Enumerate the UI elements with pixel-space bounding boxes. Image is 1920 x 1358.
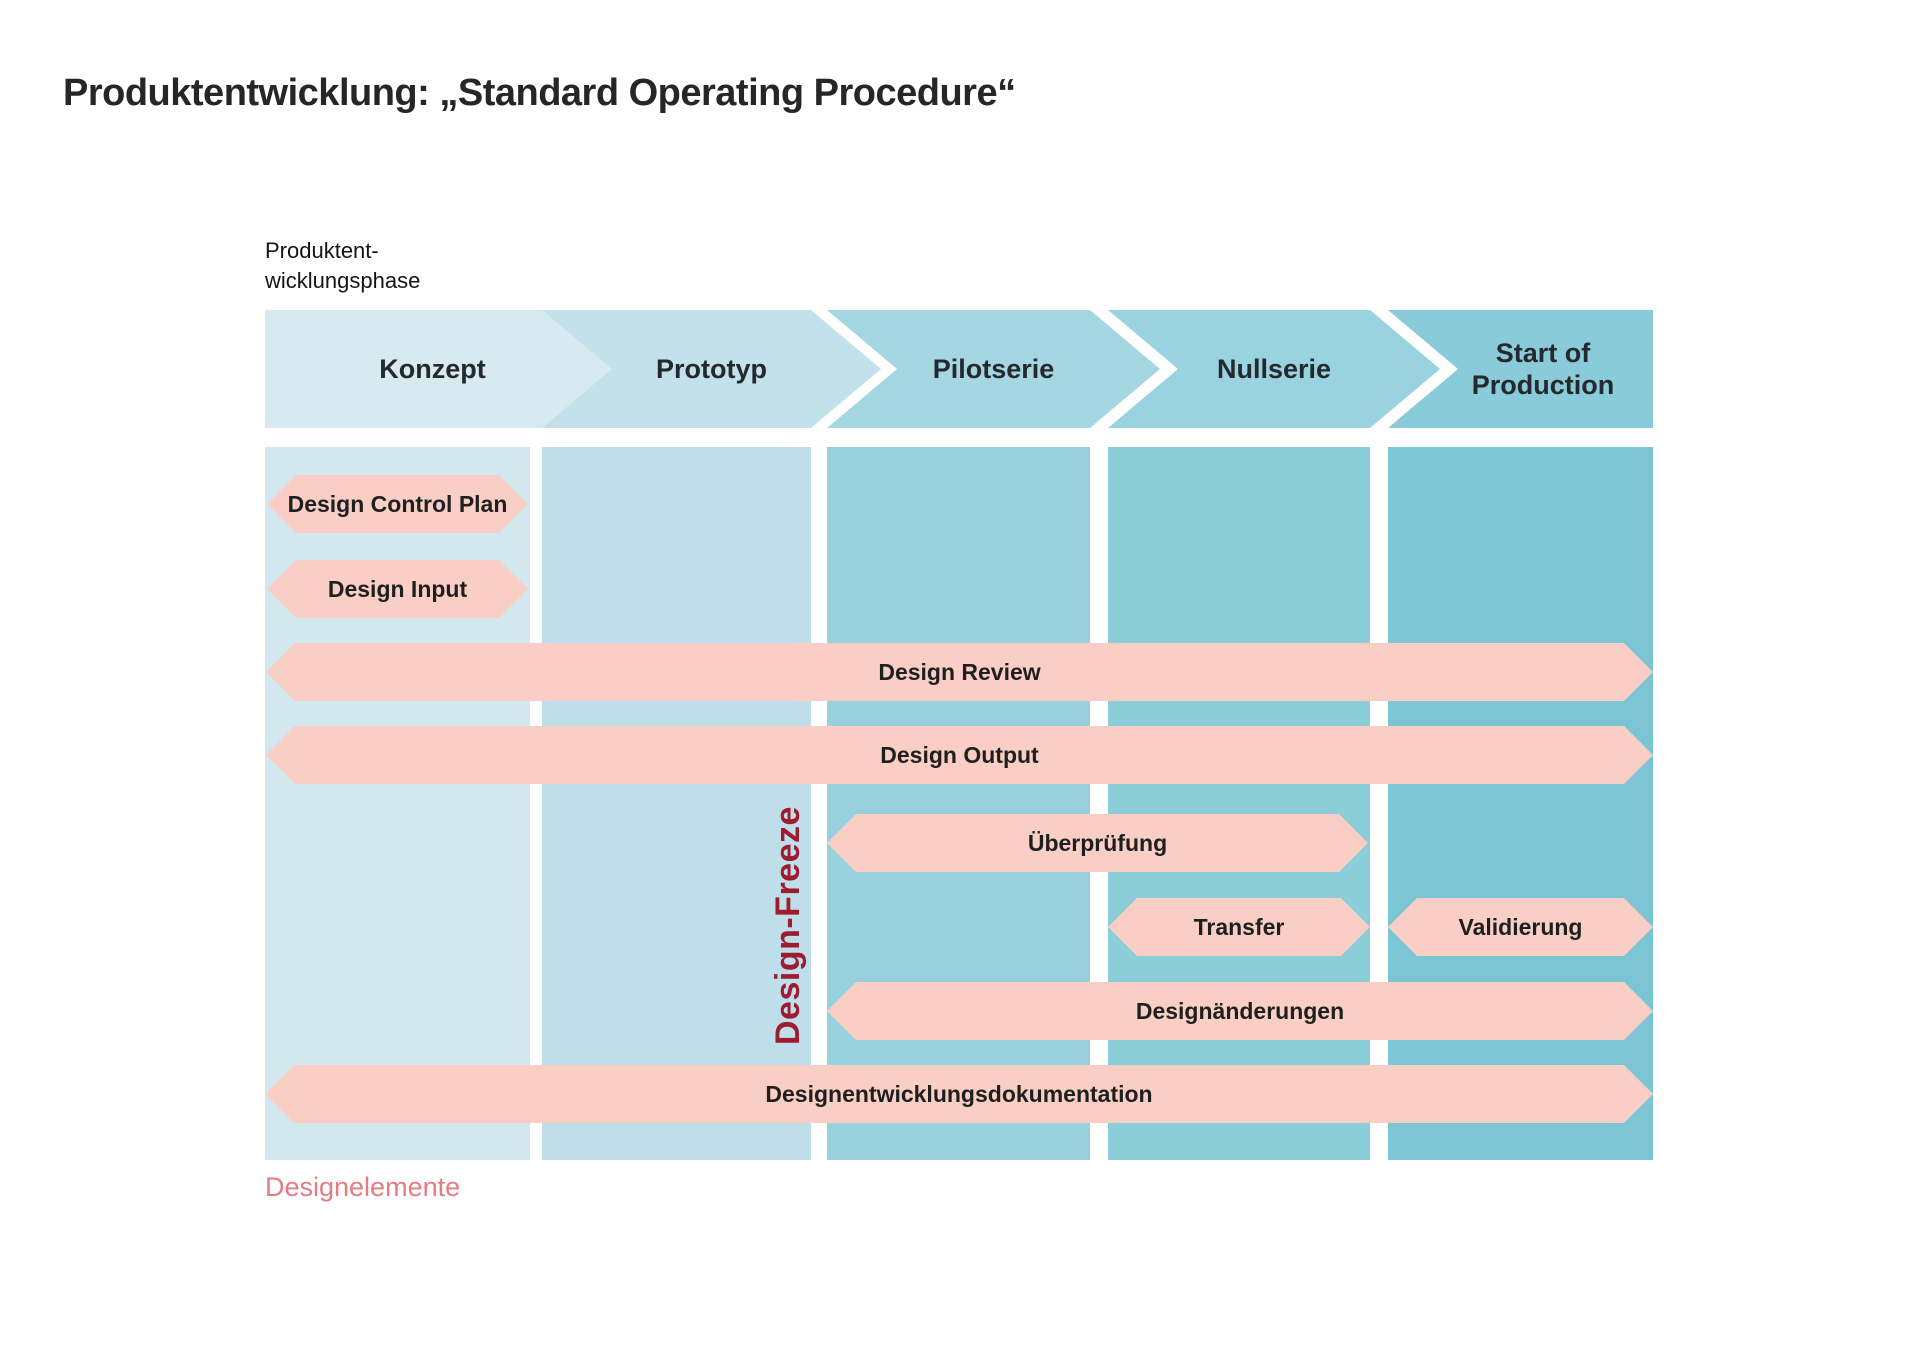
element-design-input: Design Input — [267, 560, 528, 618]
element-designaenderungen: Designänderungen — [827, 982, 1653, 1040]
phase-header-pilotserie-label: Pilotserie — [932, 353, 1055, 384]
phase-column-prototyp — [542, 447, 811, 1160]
phase-axis-label: Produktent- wicklungsphase — [265, 236, 420, 296]
legend-designelemente-label: Designelemente — [265, 1172, 461, 1202]
design-freeze-label: Design-Freeze — [769, 806, 807, 1046]
element-designentwicklungsdokumentation: Designentwicklungsdokumentation — [265, 1065, 1653, 1123]
phase-column-konzept — [265, 447, 530, 1160]
phase-header-prototyp-label: Prototyp — [656, 353, 767, 384]
phase-header-start-of-production-label: Start of Production — [1471, 337, 1615, 400]
page-title: Produktentwicklung: „Standard Operating … — [63, 72, 1016, 114]
element-design-review: Design Review — [266, 643, 1653, 701]
phase-header-nullserie-label: Nullserie — [1216, 353, 1332, 384]
phase-column-start-of-production — [1388, 447, 1653, 1160]
element-ueberpruefung: Überprüfung — [827, 814, 1368, 872]
phase-axis-label-line2: wicklungsphase — [265, 268, 421, 293]
element-validierung: Validierung — [1388, 898, 1653, 956]
phase-column-pilotserie — [827, 447, 1090, 1160]
element-design-output: Design Output — [266, 726, 1653, 784]
phase-header-konzept-label: Konzept — [379, 353, 486, 384]
element-design-control-plan: Design Control Plan — [267, 475, 528, 533]
element-transfer: Transfer — [1108, 898, 1370, 956]
phase-column-nullserie — [1108, 447, 1370, 1160]
phase-header-nullserie: Nullserie — [1108, 310, 1440, 428]
phase-axis-label-line1: Produktent- — [265, 238, 379, 263]
